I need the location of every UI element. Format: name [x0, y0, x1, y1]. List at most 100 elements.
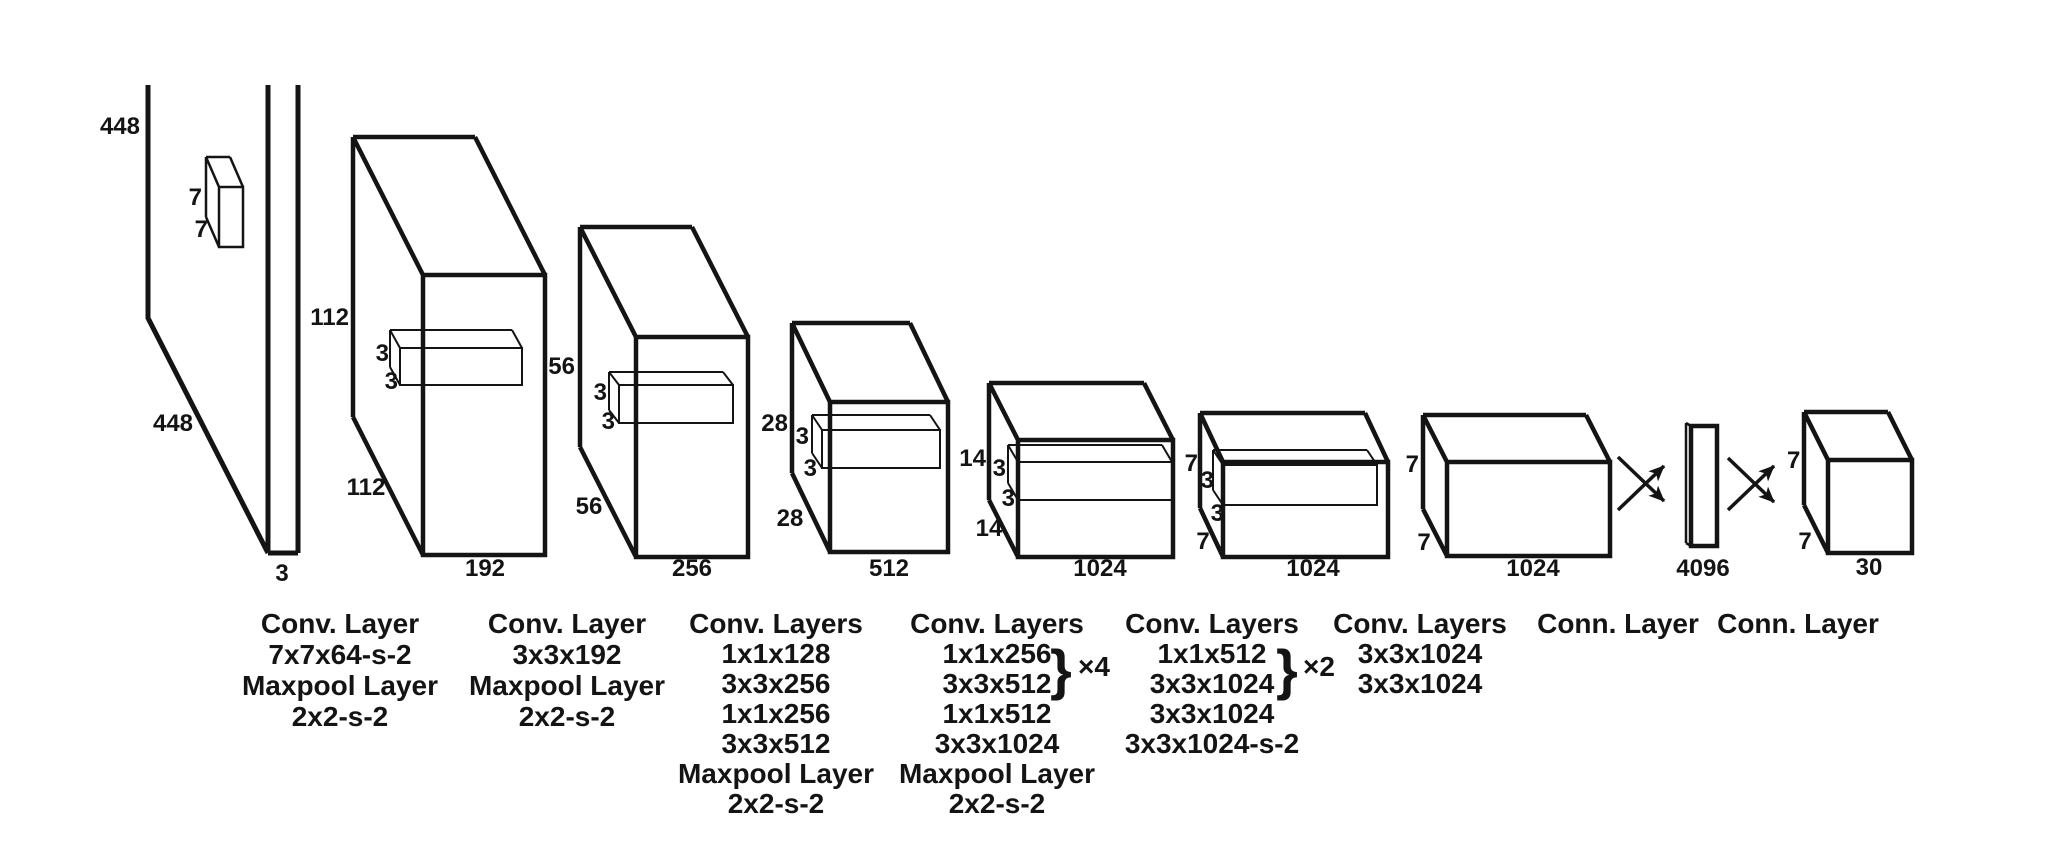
- feature-map-outline: [789, 320, 951, 555]
- caption-line: 1x1x512: [1157, 638, 1266, 669]
- kernel-box-3x3: [1007, 444, 1173, 501]
- kernel-width-label: 3: [385, 368, 398, 395]
- kernel-box-3x3: [1212, 449, 1378, 506]
- repeat-multiplier: ×2: [1303, 651, 1335, 682]
- width-label: 112: [347, 474, 386, 501]
- height-label: 28: [761, 410, 788, 437]
- input-image-stage: 448 448 3 7 7: [100, 85, 301, 587]
- depth-label: 256: [672, 555, 712, 582]
- kernel-height-label: 3: [376, 340, 389, 367]
- caption-line: Conv. Layers: [910, 608, 1084, 639]
- feature-map-28: 28 28 512 3 3: [761, 320, 951, 582]
- arrow-down-right: [1726, 456, 1776, 504]
- fc-vector-outline: [1688, 423, 1720, 549]
- width-label: 7: [1798, 528, 1811, 555]
- caption-conn1: Conn. Layer: [1537, 608, 1699, 639]
- input-width-label: 448: [153, 410, 193, 437]
- feature-map-112: 112 112 192 3 3: [310, 134, 548, 582]
- caption-line: 3x3x1024-s-2: [1125, 728, 1299, 759]
- output-outline: [1801, 409, 1915, 556]
- arrow-down-right: [1616, 455, 1666, 503]
- caption-line: 3x3x256: [721, 668, 830, 699]
- depth-label: 1024: [1506, 555, 1560, 582]
- kernel-height-label: 3: [993, 455, 1006, 482]
- caption-line: Maxpool Layer: [678, 758, 874, 789]
- height-label: 7: [1185, 450, 1198, 477]
- width-label: 7: [1196, 528, 1209, 555]
- caption-conn2: Conn. Layer: [1717, 608, 1879, 639]
- feature-map-7b: 7 7 1024: [1406, 412, 1613, 582]
- height-label: 14: [959, 445, 986, 472]
- caption-line: 2x2-s-2: [292, 701, 389, 732]
- caption-line: Conv. Layers: [689, 608, 863, 639]
- input-depth-slab: [265, 85, 301, 556]
- caption-conv2: Conv. Layer 3x3x192 Maxpool Layer 2x2-s-…: [469, 608, 665, 732]
- fc-vector-4096: 4096: [1676, 421, 1730, 582]
- kernel-box-3x3: [811, 414, 941, 469]
- caption-line: Maxpool Layer: [899, 758, 1095, 789]
- kernel-height-label: 3: [1201, 467, 1214, 494]
- caption-line: 1x1x256: [721, 698, 830, 729]
- width-label: 14: [976, 515, 1003, 542]
- caption-line: 2x2-s-2: [519, 701, 616, 732]
- kernel-width-label: 3: [1002, 485, 1015, 512]
- caption-line: 7x7x64-s-2: [268, 639, 411, 670]
- feature-map-outline: [1197, 410, 1391, 560]
- width-label: 56: [576, 493, 603, 520]
- repeat-brace: }: [1050, 638, 1072, 701]
- caption-conv5: Conv. Layers 1x1x512 3x3x1024 3x3x1024 3…: [1125, 608, 1335, 759]
- caption-conv4: Conv. Layers 1x1x256 3x3x512 1x1x512 3x3…: [899, 608, 1110, 819]
- caption-line: 2x2-s-2: [728, 788, 825, 819]
- output-tensor-7x7x30: 7 7 30: [1787, 409, 1915, 581]
- feature-map-outline: [1420, 412, 1613, 559]
- depth-label: 512: [869, 555, 909, 582]
- caption-line: Conv. Layers: [1333, 608, 1507, 639]
- caption-line: Conv. Layer: [488, 608, 646, 639]
- feature-map-outline: [577, 224, 751, 560]
- caption-conv6: Conv. Layers 3x3x1024 3x3x1024: [1333, 608, 1507, 699]
- depth-label: 1024: [1286, 555, 1340, 582]
- caption-line: 3x3x1024: [935, 728, 1060, 759]
- caption-line: 3x3x1024: [1358, 668, 1483, 699]
- feature-map-fill: [1423, 415, 1610, 556]
- caption-line: Maxpool Layer: [469, 670, 665, 701]
- height-label: 112: [310, 304, 349, 331]
- input-depth-label: 3: [275, 560, 288, 587]
- fc-crossed-arrows-icon-2: [1726, 456, 1776, 512]
- input-height-label: 448: [100, 113, 140, 140]
- height-label: 7: [1406, 451, 1419, 478]
- depth-label: 192: [465, 555, 505, 582]
- caption-line: Conv. Layer: [261, 608, 419, 639]
- fc-crossed-arrows-icon-1: [1616, 455, 1666, 512]
- caption-line: 3x3x1024: [1150, 698, 1275, 729]
- feature-map-outline: [986, 380, 1176, 560]
- kernel-height-label: 3: [594, 379, 607, 406]
- repeat-multiplier: ×4: [1078, 651, 1110, 682]
- arrow-up-right: [1726, 464, 1776, 512]
- feature-map-56: 56 56 256 3 3: [548, 224, 751, 582]
- caption-line: 3x3x512: [942, 668, 1051, 699]
- depth-label: 4096: [1676, 555, 1729, 582]
- height-label: 7: [1787, 447, 1800, 474]
- kernel-width-label: 3: [804, 455, 817, 482]
- caption-conv3: Conv. Layers 1x1x128 3x3x256 1x1x256 3x3…: [678, 608, 874, 819]
- caption-line: 3x3x512: [721, 728, 830, 759]
- input-image-plane: [145, 85, 271, 555]
- caption-line: Conn. Layer: [1537, 608, 1699, 639]
- caption-line: 3x3x1024: [1150, 668, 1275, 699]
- width-label: 28: [777, 505, 804, 532]
- kernel-box-7x7: [204, 155, 245, 249]
- feature-map-outline: [350, 134, 548, 558]
- caption-line: Maxpool Layer: [242, 670, 438, 701]
- feature-map-fill: [989, 383, 1173, 557]
- kernel-height-label: 7: [189, 184, 202, 211]
- feature-map-fill: [1200, 413, 1388, 557]
- kernel-box-3x3: [608, 371, 734, 424]
- feature-map-7a: 7 7 1024 3 3: [1185, 410, 1391, 582]
- caption-line: Conn. Layer: [1717, 608, 1879, 639]
- output-fill: [1804, 412, 1912, 553]
- arrow-up-right: [1616, 464, 1666, 512]
- kernel-height-label: 3: [796, 423, 809, 450]
- caption-line: 1x1x256: [942, 638, 1051, 669]
